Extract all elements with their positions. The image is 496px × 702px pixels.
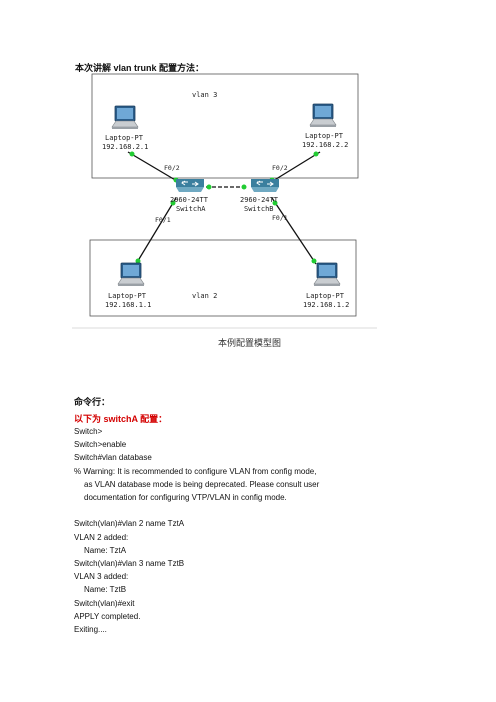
code-line: APPLY completed. (74, 611, 141, 621)
network-topology-diagram: vlan 3 vlan 2 Laptop-PT 192.168.2.1 Lapt… (72, 73, 377, 329)
page-title: 本次讲解 vlan trunk 配置方法： (75, 63, 205, 73)
code-line: Switch> (74, 427, 103, 436)
link-laptop2-switchb (267, 151, 321, 185)
code-line: Name: TztA (84, 545, 127, 555)
link-switcha-laptop3 (135, 197, 177, 265)
switch-icon (175, 178, 205, 193)
vlan2-label: vlan 2 (192, 292, 217, 300)
laptop-icon (313, 262, 341, 287)
code-line: Name: TztB (84, 585, 127, 595)
laptop4-model: Laptop-PT (306, 292, 345, 300)
link-laptop1-switcha (127, 151, 183, 185)
vlan2-frame (89, 239, 357, 317)
link-status-dot (313, 151, 319, 157)
code-line: Exiting.... (74, 625, 107, 635)
link-status-dot (311, 258, 317, 264)
link-status-dot (206, 184, 212, 190)
switcha-name: SwitchA (176, 205, 206, 213)
vlan3-label: vlan 3 (192, 91, 217, 99)
figure-caption: 本例配置模型图 (218, 339, 282, 349)
code-line: VLAN 3 added: (74, 572, 129, 582)
laptop2-model: Laptop-PT (305, 132, 344, 140)
code-line: Switch#vlan database (74, 453, 152, 463)
code-line: Switch>enable (74, 440, 127, 450)
link-status-dot (135, 258, 141, 264)
laptop2-ip: 192.168.2.2 (302, 141, 348, 149)
link-status-dot (272, 200, 278, 206)
code-line: % Warning: It is recommended to configur… (74, 466, 317, 476)
port-label: F0/1 (272, 214, 288, 222)
link-switchb-laptop4 (271, 197, 317, 265)
code-line: VLAN 2 added: (74, 532, 129, 542)
laptop1-model: Laptop-PT (105, 134, 144, 142)
code-line: Switch(vlan)#vlan 3 name TztB (74, 559, 185, 569)
link-status-dot (170, 200, 176, 206)
port-label: F0/1 (155, 216, 171, 224)
switchb-name: SwitchB (244, 205, 274, 213)
vlan3-frame (91, 73, 359, 179)
laptop-icon (309, 103, 337, 128)
switch-icon (250, 178, 280, 193)
switcha-model: 2960-24TT (170, 196, 209, 204)
laptop-icon (111, 105, 139, 130)
laptop4-ip: 192.168.1.2 (303, 301, 349, 309)
code-line: documentation for configuring VTP/VLAN i… (84, 493, 287, 503)
code-line: Switch(vlan)#vlan 2 name TztA (74, 519, 185, 529)
code-line: as VLAN database mode is being deprecate… (84, 479, 320, 489)
section-heading-cli: 命令行： (74, 397, 111, 407)
link-status-dot (241, 184, 247, 190)
port-label: F0/2 (164, 164, 180, 172)
laptop3-ip: 192.168.1.1 (105, 301, 151, 309)
link-status-dot (129, 151, 135, 157)
laptop-icon (117, 262, 145, 287)
code-line: Switch(vlan)#exit (74, 598, 135, 608)
laptop3-model: Laptop-PT (108, 292, 147, 300)
section-heading-switcha: 以下为 switchA 配置： (74, 414, 168, 424)
code-line (74, 504, 319, 517)
port-label: F0/2 (272, 164, 288, 172)
laptop1-ip: 192.168.2.1 (102, 143, 148, 151)
switchb-model: 2960-24TT (240, 196, 279, 204)
